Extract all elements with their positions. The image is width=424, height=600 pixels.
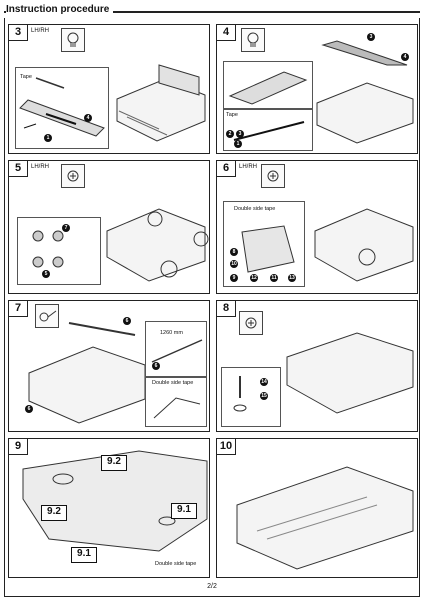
tape-label: Double side tape [234, 206, 276, 212]
truck-bed-drawing [314, 208, 414, 282]
dimension-inset: 1260 mm 6 [145, 321, 207, 377]
callout-label-9-2: 9.2 [41, 505, 67, 521]
step-number: 8 [217, 301, 236, 317]
callout-12: 12 [250, 274, 258, 282]
callout-10: 10 [230, 260, 238, 268]
callout-label-9-2: 9.2 [101, 455, 127, 471]
detail-inset: 7 5 [17, 217, 101, 285]
callout-11: 11 [270, 274, 278, 282]
step-number: 5 [9, 161, 28, 177]
callout-15: 15 [260, 392, 268, 400]
step-9-panel: 9 9.2 9.2 9.1 9.1 Double side tape [8, 438, 210, 578]
tool-icon [61, 164, 85, 188]
page-frame [4, 18, 420, 597]
step-10-panel: 10 [216, 438, 418, 578]
tool-icon [61, 28, 85, 52]
detail-inset-bottom: Tape 2 3 1 [223, 109, 313, 151]
callout-8: 8 [230, 248, 238, 256]
callout-label-9-1: 9.1 [71, 547, 97, 563]
detail-inset: 14 15 [221, 367, 281, 427]
rail-detail-drawing [19, 77, 105, 137]
step-number: 10 [217, 439, 236, 455]
callout-6: 6 [25, 405, 33, 413]
callout-2: 2 [226, 130, 234, 138]
detail-inset-top [223, 61, 313, 109]
callout-3: 3 [236, 130, 244, 138]
callout-13: 13 [288, 274, 296, 282]
tape-label: Tape [20, 74, 32, 80]
page-title: Instruction procedure [6, 4, 114, 15]
truck-bed-drawing [106, 208, 209, 282]
side-label: LH/RH [31, 28, 50, 34]
callout-7: 7 [62, 224, 70, 232]
callout-4: 4 [401, 53, 409, 61]
tool-icon [261, 164, 285, 188]
step-6-panel: 6 LH/RH Double side tape 8 10 9 12 11 13 [216, 160, 418, 294]
callout-14: 14 [260, 378, 268, 386]
step-number: 6 [217, 161, 236, 177]
tape-inset: Double side tape [145, 377, 207, 427]
tool-icon [35, 304, 59, 328]
truck-bed-drawing [286, 332, 414, 414]
callout-5: 5 [42, 270, 50, 278]
tool-icon [241, 28, 265, 52]
side-label: LH/RH [31, 164, 50, 170]
truck-bed-drawing [116, 64, 206, 142]
detail-inset: Tape 1 4 [15, 67, 109, 149]
callout-9: 9 [230, 274, 238, 282]
step-4-panel: 4 Tape 2 3 1 3 4 [216, 24, 418, 154]
callout-label-9-1: 9.1 [171, 503, 197, 519]
page-header: Instruction procedure [4, 4, 420, 18]
callout-1: 1 [44, 134, 52, 142]
bed-liner-drawing [22, 450, 208, 552]
header-rule [4, 11, 420, 13]
tape-label: Double side tape [152, 380, 194, 386]
truck-bed-drawing [316, 40, 414, 144]
callout-3: 3 [367, 33, 375, 41]
step-number: 4 [217, 25, 236, 41]
side-label: LH/RH [239, 164, 258, 170]
tape-label: Double side tape [155, 561, 197, 567]
callout-6: 6 [123, 317, 131, 325]
step-number: 9 [9, 439, 28, 455]
truck-bed-drawing [236, 466, 414, 570]
dimension-label: 1260 mm [160, 330, 183, 336]
step-3-panel: 3 LH/RH Tape 1 4 [8, 24, 210, 154]
tape-label: Tape [226, 112, 238, 118]
step-5-panel: 5 LH/RH 7 5 [8, 160, 210, 294]
page-number: 2/2 [207, 583, 217, 590]
step-number: 7 [9, 301, 28, 317]
callout-4: 4 [84, 114, 92, 122]
callout-1: 1 [234, 140, 242, 148]
detail-inset: Double side tape 8 10 9 12 11 13 [223, 201, 305, 287]
callout-6: 6 [152, 362, 160, 370]
step-number: 3 [9, 25, 28, 41]
tool-icon [239, 311, 263, 335]
step-8-panel: 8 14 15 [216, 300, 418, 432]
step-7-panel: 7 6 6 1260 mm 6 Double side tape [8, 300, 210, 432]
